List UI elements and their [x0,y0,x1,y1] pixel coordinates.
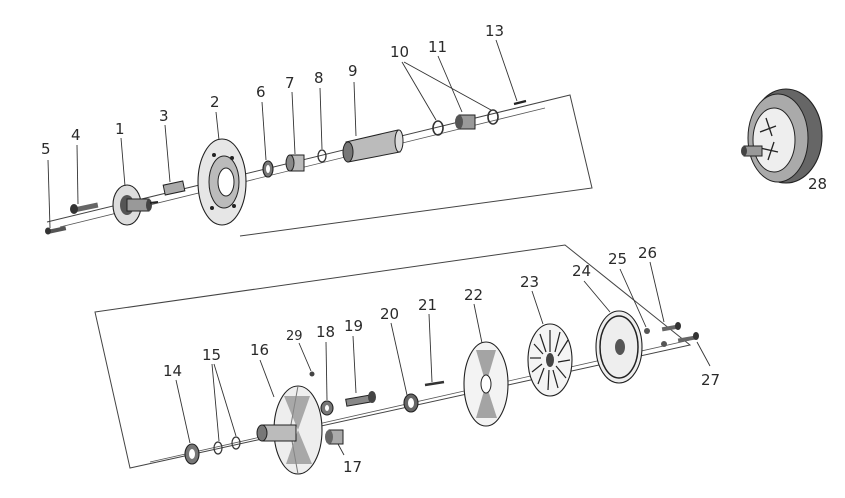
part-3-sleeve [162,180,186,196]
part-27-screw [677,332,699,343]
part-28-assembled-pulley [741,88,823,184]
part-6-washer [262,160,274,178]
part-2-drive-plate [197,138,247,226]
label-6: 6 [256,83,266,101]
part-14-washer [184,443,200,465]
label-23: 23 [520,273,539,291]
part-1-hub-flange [112,184,159,226]
label-2: 2 [210,93,220,111]
label-14: 14 [163,362,182,380]
part-5-screw [45,226,67,235]
label-21: 21 [418,296,437,314]
label-10: 10 [390,43,409,61]
part-11-bearing [455,114,476,130]
part-25-washers [644,328,667,347]
part-20-ring [403,393,419,413]
part-4-bolt [70,202,99,214]
label-11: 11 [428,38,447,56]
label-24: 24 [572,262,591,280]
label-15: 15 [202,346,221,364]
label-26: 26 [638,244,657,262]
part-18-nut [320,400,334,416]
label-29: 29 [286,329,303,344]
part-15-o-rings [213,436,241,455]
label-28: 28 [808,175,827,193]
part-19-threaded-bolt [345,391,376,407]
label-18: 18 [316,323,335,341]
label-25: 25 [608,250,627,268]
part-8-ring [317,149,327,163]
label-4: 4 [71,126,81,144]
part-22-cone-disc [463,341,509,427]
part-13-pin [513,99,527,106]
part-9-shaft [342,129,404,163]
label-8: 8 [314,69,324,87]
part-24-cover-disc [595,310,643,384]
part-21-pin [424,380,445,387]
label-13: 13 [485,22,504,40]
label-5: 5 [41,140,51,158]
part-23-spring-plate [527,323,573,397]
label-22: 22 [464,286,483,304]
label-1: 1 [115,120,125,138]
label-16: 16 [250,341,269,359]
part-labels: 5 4 1 3 2 6 7 8 9 10 11 13 28 14 15 16 2… [41,22,827,476]
part-7-bushing [285,154,305,172]
label-20: 20 [380,305,399,323]
part-29-ball [309,371,315,377]
part-10-rings [432,109,499,136]
part-17-spacer [325,429,344,445]
label-7: 7 [285,74,295,92]
label-9: 9 [348,62,358,80]
label-3: 3 [159,107,169,125]
label-17: 17 [343,458,362,476]
label-19: 19 [344,317,363,335]
part-16-movable-sheave [256,385,323,475]
label-27: 27 [701,371,720,389]
leader-lines [47,39,711,456]
part-26-screw [661,322,681,332]
